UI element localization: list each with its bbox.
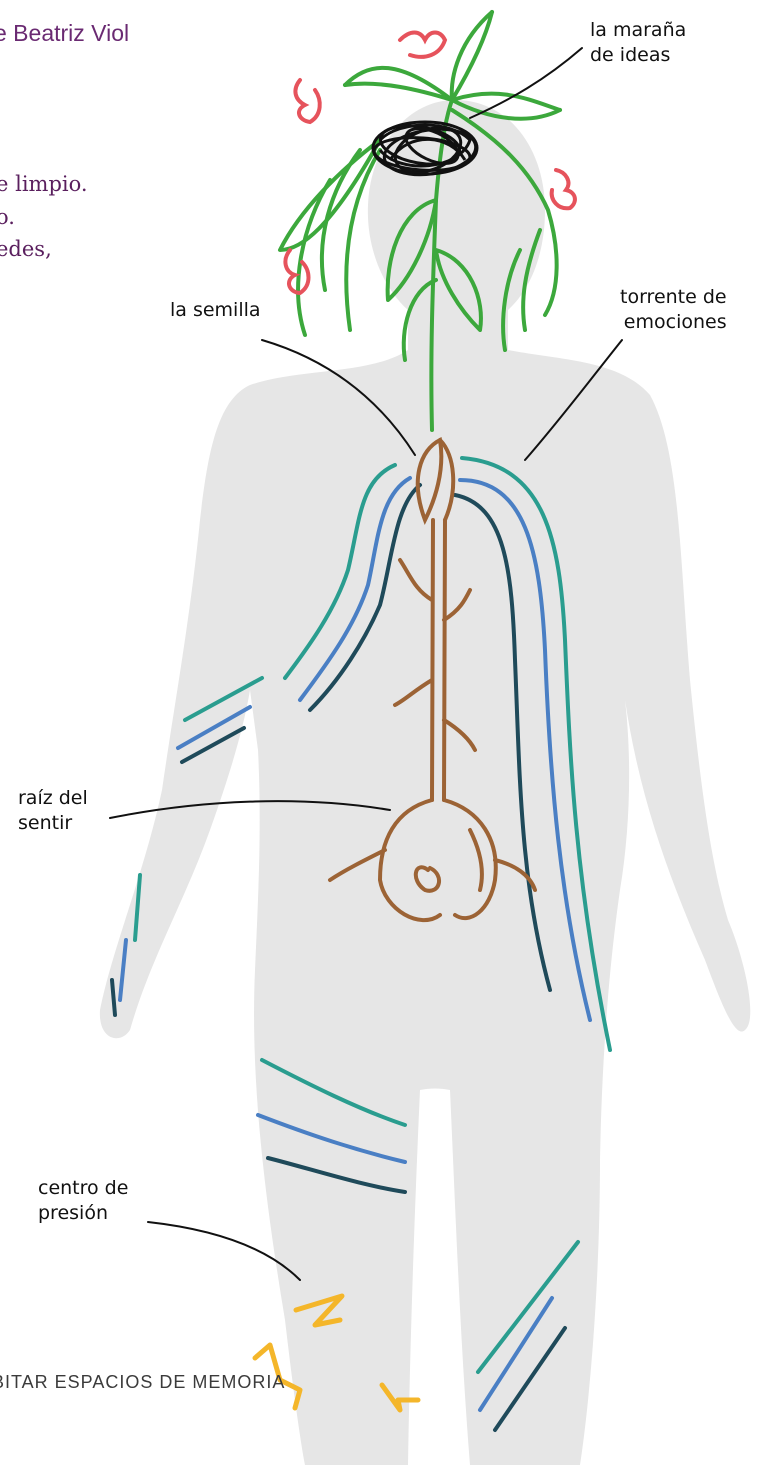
label-centro-de-presion: centro de presión [38, 1176, 128, 1225]
label-torrente-de-emociones: torrente de emociones [620, 285, 727, 334]
label-raiz-del-sentir: raíz del sentir [18, 786, 88, 835]
label-la-semilla: la semilla [170, 298, 261, 323]
label-marana-de-ideas: la maraña de ideas [590, 18, 686, 67]
footer-text: BITAR ESPACIOS DE MEMORIA [0, 1372, 285, 1393]
